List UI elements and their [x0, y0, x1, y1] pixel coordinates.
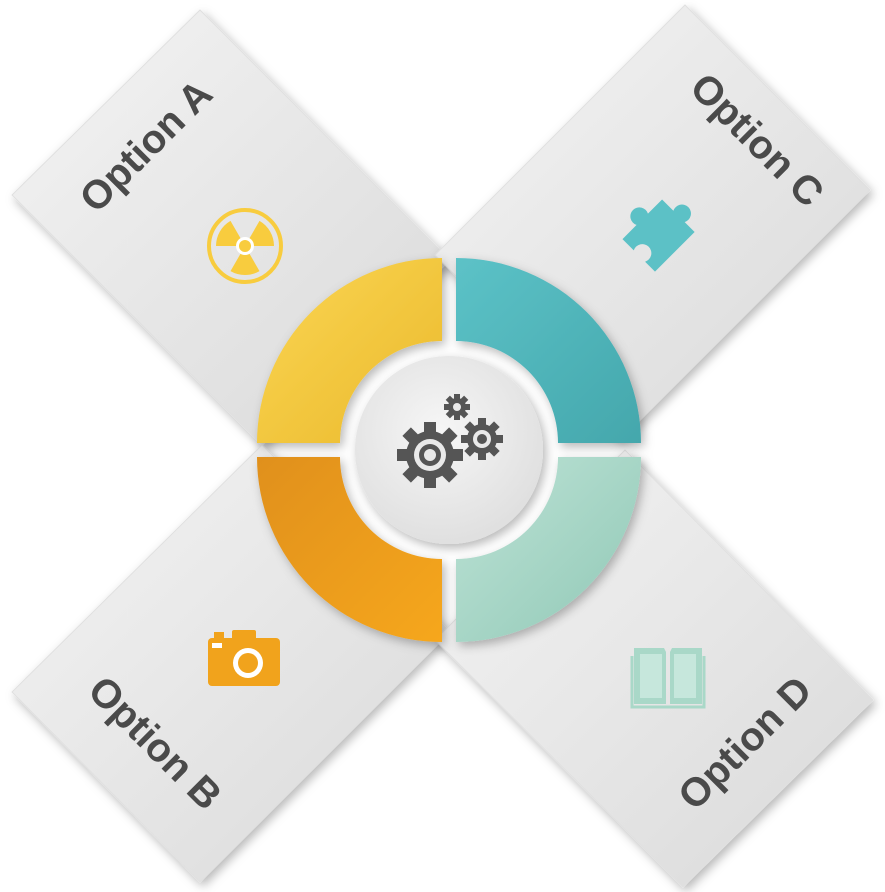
ring-segment-d — [456, 457, 641, 642]
ring-segment-a — [257, 258, 442, 443]
puzzle-icon — [622, 199, 695, 272]
ring-segment-b — [257, 457, 442, 642]
ring-segment-c — [456, 258, 641, 443]
ring — [257, 258, 641, 642]
camera-icon — [208, 630, 280, 686]
book-icon — [630, 648, 706, 709]
radiation-icon — [207, 208, 283, 284]
